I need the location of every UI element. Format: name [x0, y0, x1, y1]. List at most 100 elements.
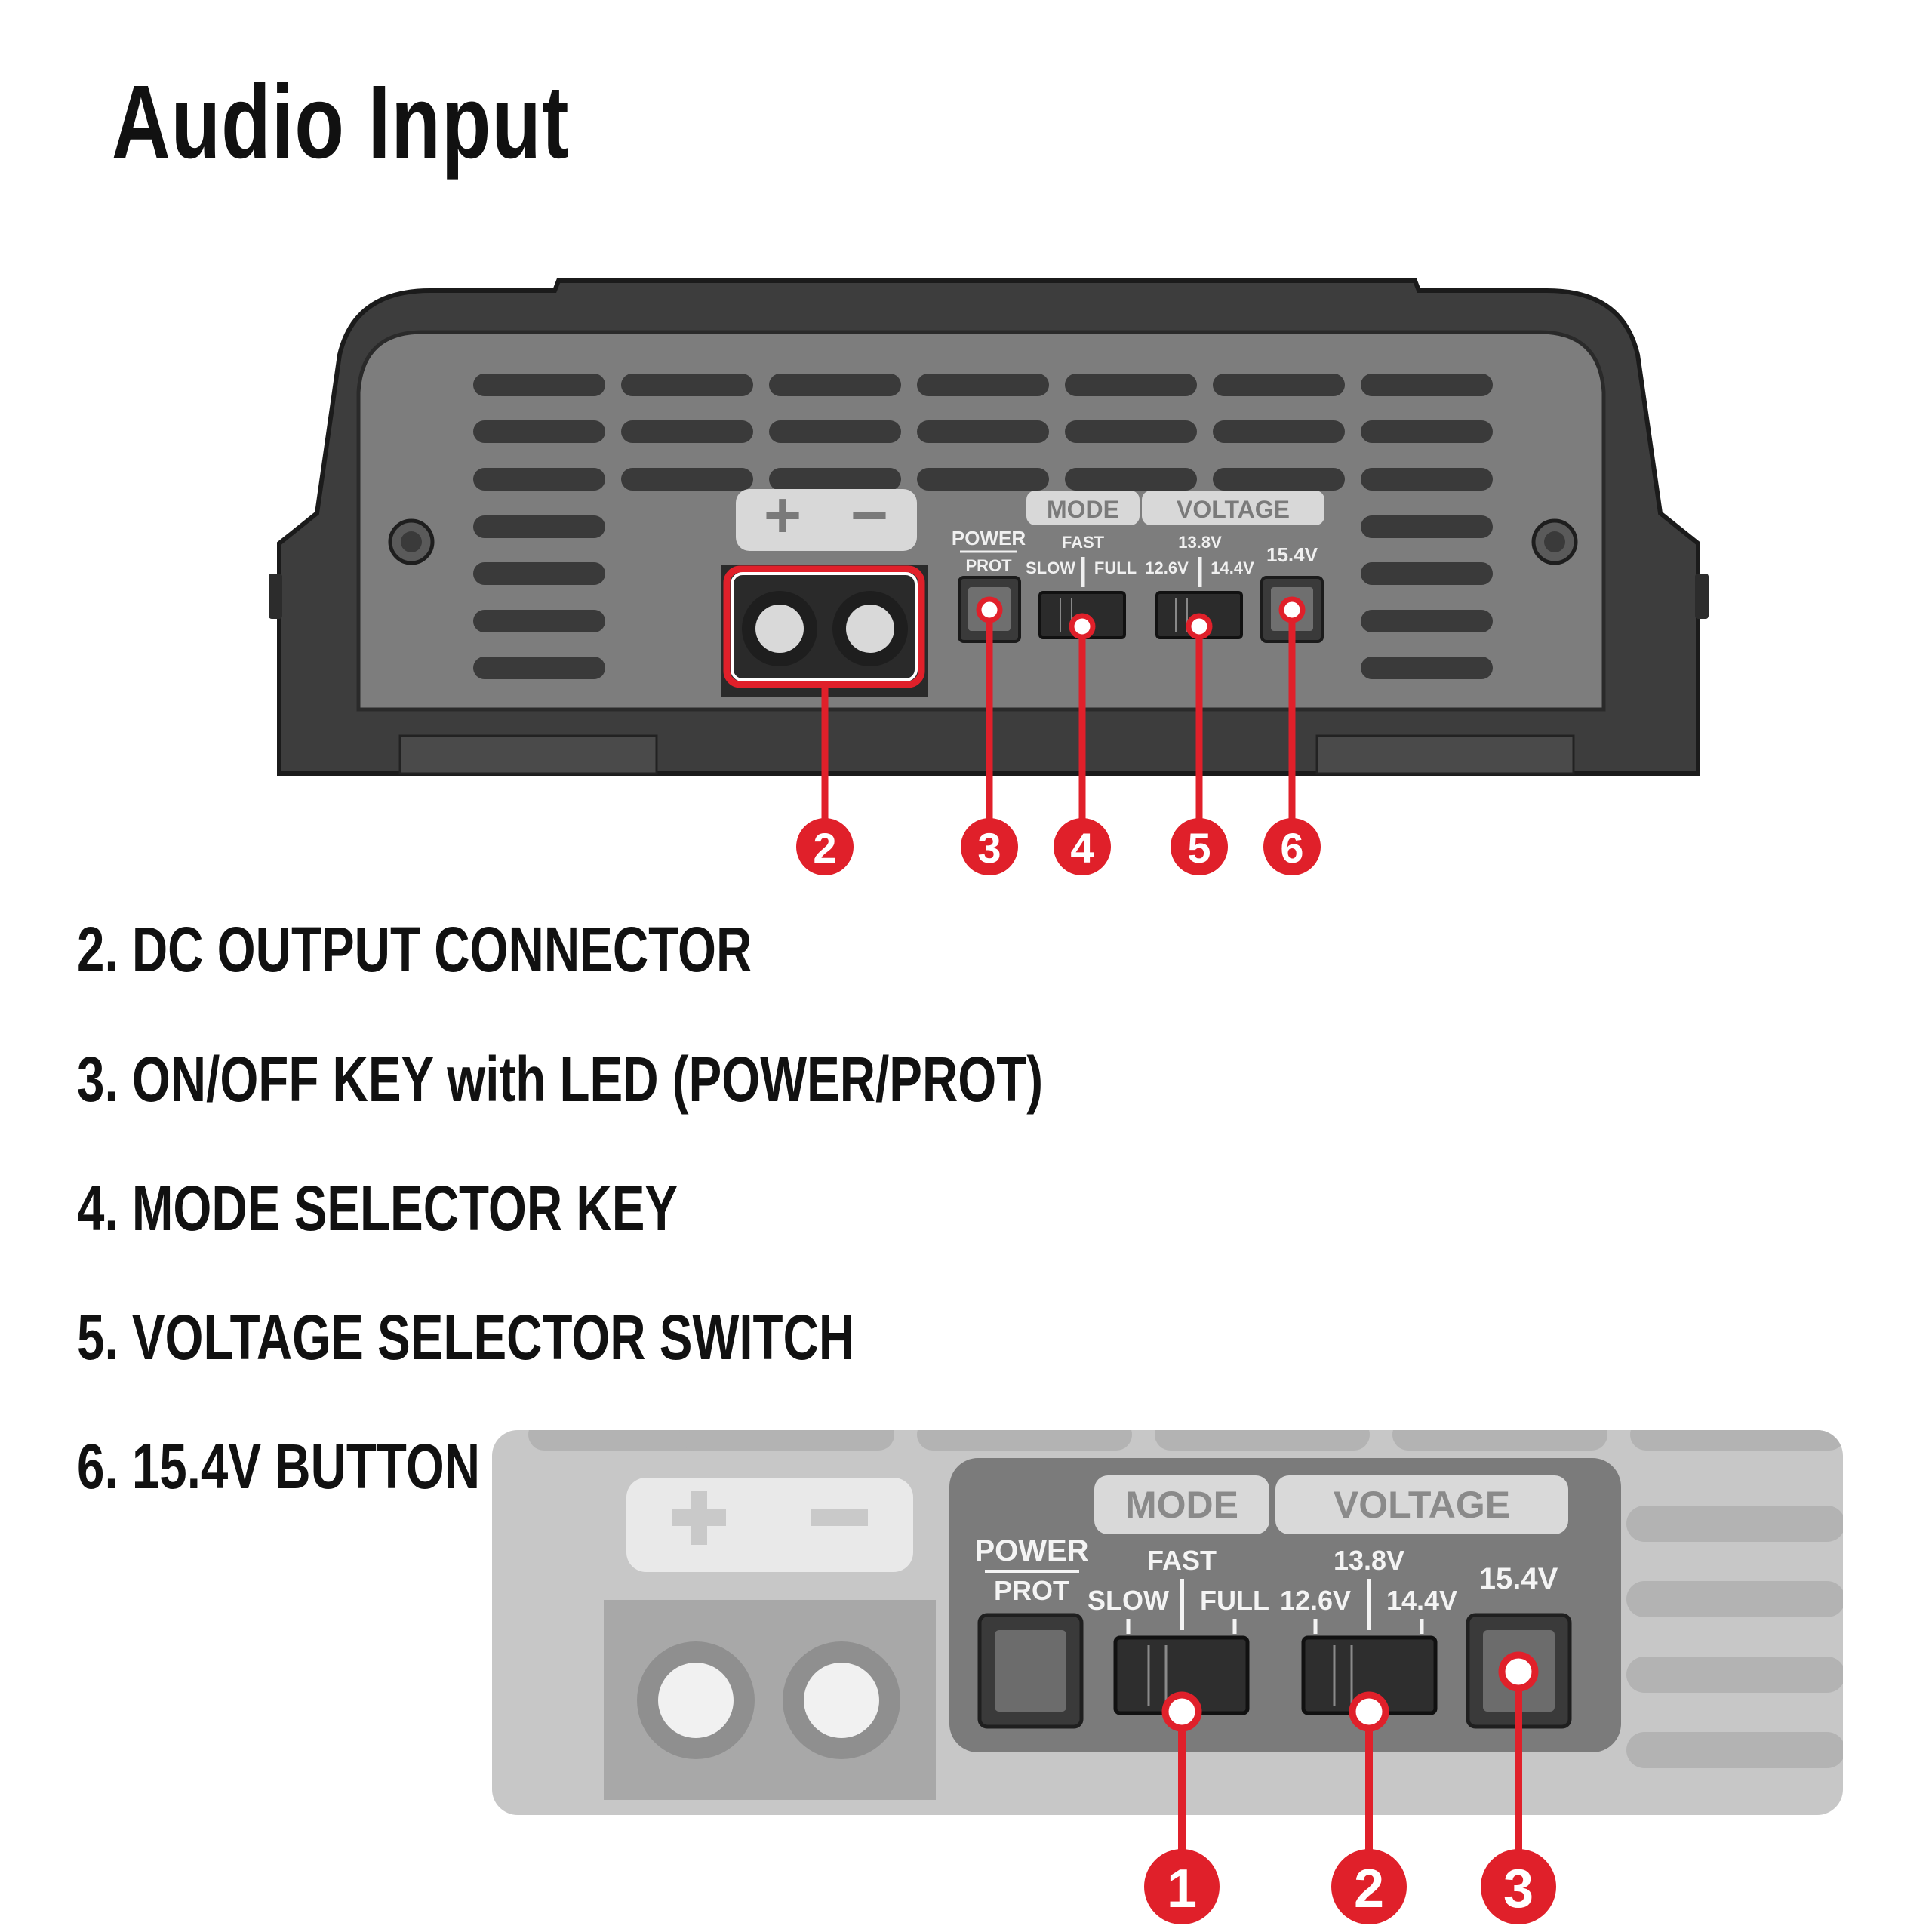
callout-anchors	[976, 596, 1306, 640]
voltage-header-label: VOLTAGE	[1177, 496, 1290, 523]
vent-slots	[473, 374, 1493, 679]
power-label: POWER	[952, 527, 1026, 549]
detail-prot-label: PROT	[994, 1575, 1069, 1606]
vent-slot	[473, 657, 605, 679]
vent-slot	[917, 420, 1049, 443]
terminal-symbol-plate	[736, 489, 917, 551]
legend-item-mode-selector: 4. MODE SELECTOR KEY	[77, 1173, 678, 1244]
legend-item-154v-button: 6. 15.4V BUTTON	[77, 1431, 481, 1502]
svg-text:1: 1	[1167, 1859, 1197, 1919]
vent-slot	[917, 374, 1049, 396]
voltage-138-label: 13.8V	[1178, 533, 1222, 552]
vent-slot	[1213, 420, 1345, 443]
detail-voltage-126-label: 12.6V	[1280, 1585, 1351, 1616]
svg-text:5: 5	[1187, 824, 1211, 872]
detail-vent-slot	[1626, 1581, 1843, 1617]
voltage-144-label: 14.4V	[1211, 558, 1254, 577]
svg-text:3: 3	[1503, 1859, 1534, 1919]
detail-vent-slot	[1626, 1732, 1843, 1768]
detail-vent-slot	[679, 1430, 894, 1451]
callout-badge-5: 5	[1171, 818, 1228, 875]
prot-label: PROT	[965, 556, 1012, 575]
vent-slot	[1065, 468, 1197, 491]
detail-voltage-144-label: 14.4V	[1386, 1585, 1457, 1616]
vent-slot	[473, 420, 605, 443]
vent-slot	[1361, 515, 1493, 538]
detail-vent-slots	[528, 1430, 1843, 1768]
vent-slot	[1361, 610, 1493, 632]
detail-terminal-symbol-plate	[626, 1478, 913, 1572]
detail-voltage-154-label: 15.4V	[1479, 1562, 1558, 1595]
chassis-side-tab-right	[1695, 574, 1709, 619]
vent-slot	[621, 468, 753, 491]
detail-power-label: POWER	[974, 1534, 1088, 1567]
detail-socket-negative	[783, 1641, 900, 1759]
terminal-socket-positive	[742, 591, 817, 666]
detail-callout-badge-3: 3	[1481, 1849, 1556, 1924]
voltage-header-plate	[1142, 491, 1324, 525]
callout-badge-6: 6	[1263, 818, 1321, 875]
vent-slot	[473, 610, 605, 632]
legend-item-voltage-selector: 5. VOLTAGE SELECTOR SWITCH	[77, 1302, 855, 1373]
callout-leaders	[821, 610, 1296, 823]
detail-callout-badge-1: 1	[1144, 1849, 1220, 1924]
detail-vent-slot	[1392, 1430, 1607, 1451]
vent-slot	[1213, 468, 1345, 491]
screw-right	[1531, 518, 1578, 565]
svg-text:3: 3	[977, 824, 1001, 872]
amplifier-front-panel: + − MODE VOLTAGE POWER PROT FAST SLOW FU…	[269, 278, 1709, 875]
vent-slot	[473, 562, 605, 585]
detail-voltage-header-label: VOLTAGE	[1334, 1484, 1510, 1526]
vent-slot	[1213, 374, 1345, 396]
detail-vent-slot	[1626, 1657, 1843, 1693]
page-title: Audio Input	[112, 64, 570, 180]
detail-callout-badge-2: 2	[1331, 1849, 1407, 1924]
detail-vent-slot	[1630, 1430, 1843, 1451]
vent-slot	[769, 468, 901, 491]
vent-slot	[769, 374, 901, 396]
vent-slot	[1361, 468, 1493, 491]
detail-mode-header-label: MODE	[1125, 1484, 1238, 1526]
vent-slot	[1361, 657, 1493, 679]
detail-callout-anchors	[1161, 1651, 1539, 1732]
svg-text:6: 6	[1280, 824, 1303, 872]
terminal-minus-symbol: −	[851, 479, 888, 552]
vent-slot	[917, 468, 1049, 491]
detail-voltage-138-label: 13.8V	[1334, 1545, 1404, 1576]
callout-badge-2: 2	[796, 818, 854, 875]
vent-slot	[621, 420, 753, 443]
detail-minus-icon	[811, 1509, 868, 1526]
chassis-side-tab-left	[269, 574, 282, 619]
vent-slot	[769, 420, 901, 443]
voltage-126-label: 12.6V	[1145, 558, 1189, 577]
terminal-plus-symbol: +	[764, 479, 801, 552]
mode-header-label: MODE	[1047, 496, 1119, 523]
legend-item-dc-output: 2. DC OUTPUT CONNECTOR	[77, 914, 752, 985]
detail-vent-slot	[917, 1430, 1132, 1451]
legend-item-on-off-key: 3. ON/OFF KEY with LED (POWER/PROT)	[77, 1044, 1044, 1115]
svg-text:2: 2	[1354, 1859, 1384, 1919]
svg-text:4: 4	[1070, 824, 1094, 872]
detail-voltage-header-plate	[1275, 1475, 1568, 1534]
mode-fast-label: FAST	[1062, 533, 1105, 552]
mode-full-label: FULL	[1094, 558, 1137, 577]
detail-vent-slot	[1155, 1430, 1370, 1451]
detail-mode-slow-label: SLOW	[1088, 1585, 1169, 1616]
chassis-foot-right	[1315, 734, 1575, 775]
detail-mode-full-label: FULL	[1200, 1585, 1269, 1616]
vent-slot	[1361, 374, 1493, 396]
vent-slot	[1361, 562, 1493, 585]
callout-badge-4: 4	[1054, 818, 1111, 875]
callout-badge-3: 3	[961, 818, 1018, 875]
vent-slot	[1065, 374, 1197, 396]
mode-header-plate	[1026, 491, 1140, 525]
detail-socket-positive	[637, 1641, 755, 1759]
detail-callout-leaders	[1178, 1672, 1522, 1864]
terminal-socket-negative	[832, 591, 908, 666]
detail-vent-slot	[1626, 1506, 1843, 1542]
vent-slot	[1065, 420, 1197, 443]
detail-mode-fast-label: FAST	[1147, 1545, 1217, 1576]
mode-slow-label: SLOW	[1026, 558, 1075, 577]
vent-slot	[473, 374, 605, 396]
